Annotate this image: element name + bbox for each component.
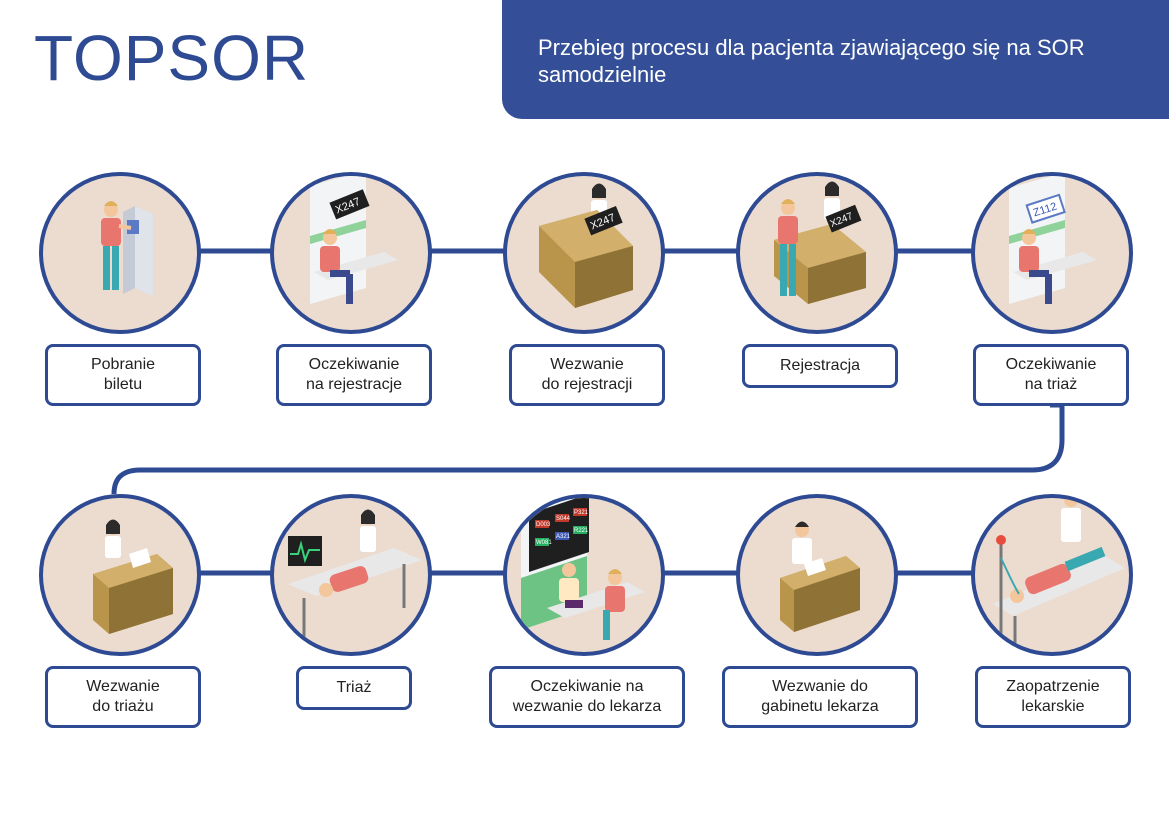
step-ticket: Pobranie biletu <box>39 172 201 406</box>
registration-call-icon: X247 <box>539 183 633 308</box>
step-call-triage: Wezwanie do triażu <box>39 494 201 728</box>
waiting-board-icon: D003 S044 P321 W081 A321 R221 <box>521 498 645 640</box>
step-circle: X247 <box>736 172 898 334</box>
step-label: Pobranie biletu <box>45 344 201 406</box>
board-number: R221 <box>574 528 589 534</box>
step-label: Triaż <box>296 666 412 710</box>
medical-treatment-icon <box>993 498 1125 648</box>
ticket-kiosk-icon <box>101 201 153 296</box>
step-label: Zaopatrzenie lekarskie <box>975 666 1131 728</box>
topsor-logo: TOPSOR <box>34 22 310 94</box>
header-band: Przebieg procesu dla pacjenta zjawiające… <box>502 0 1169 119</box>
registration-desk-icon: X247 <box>774 181 866 304</box>
doctor-desk-icon <box>780 521 860 632</box>
step-label: Wezwanie do triażu <box>45 666 201 728</box>
step-label: Rejestracja <box>742 344 898 388</box>
step-circle <box>270 494 432 656</box>
step-registration: X247 Rejestracja <box>736 172 898 388</box>
header-title: Przebieg procesu dla pacjenta zjawiające… <box>538 35 1085 87</box>
board-number: P321 <box>574 510 589 516</box>
step-label: Wezwanie do gabinetu lekarza <box>722 666 918 728</box>
step-label: Wezwanie do rejestracji <box>509 344 665 406</box>
step-treatment: Zaopatrzenie lekarskie <box>971 494 1133 728</box>
board-number: S044 <box>556 516 571 522</box>
step-call-registration: X247 Wezwanie do rejestracji <box>503 172 665 406</box>
step-waiting-triage: Z112 Oczekiwanie na triaż <box>971 172 1133 406</box>
step-label: Oczekiwanie na triaż <box>973 344 1129 406</box>
board-number: W081 <box>536 540 552 546</box>
step-call-doctor: Wezwanie do gabinetu lekarza <box>722 494 918 728</box>
step-circle: X247 <box>503 172 665 334</box>
step-waiting-doctor: D003 S044 P321 W081 A321 R221 Oczekiwani… <box>489 494 685 728</box>
board-number: A321 <box>556 534 571 540</box>
step-circle <box>39 172 201 334</box>
waiting-triage-icon: Z112 <box>1009 176 1097 304</box>
triage-bed-icon <box>288 509 422 638</box>
connector-row-wrap <box>111 402 1065 495</box>
step-circle: D003 S044 P321 W081 A321 R221 <box>503 494 665 656</box>
step-waiting-registration: X247 Oczekiwanie na rejestracje <box>270 172 432 406</box>
step-label: Oczekiwanie na wezwanie do lekarza <box>489 666 685 728</box>
step-circle <box>971 494 1133 656</box>
step-triage: Triaż <box>270 494 432 710</box>
step-circle <box>39 494 201 656</box>
board-number: D003 <box>536 522 551 528</box>
step-label: Oczekiwanie na rejestracje <box>276 344 432 406</box>
waiting-room-icon: X247 <box>310 176 398 304</box>
triage-call-icon <box>93 519 173 634</box>
step-circle <box>736 494 898 656</box>
step-circle: X247 <box>270 172 432 334</box>
step-circle: Z112 <box>971 172 1133 334</box>
